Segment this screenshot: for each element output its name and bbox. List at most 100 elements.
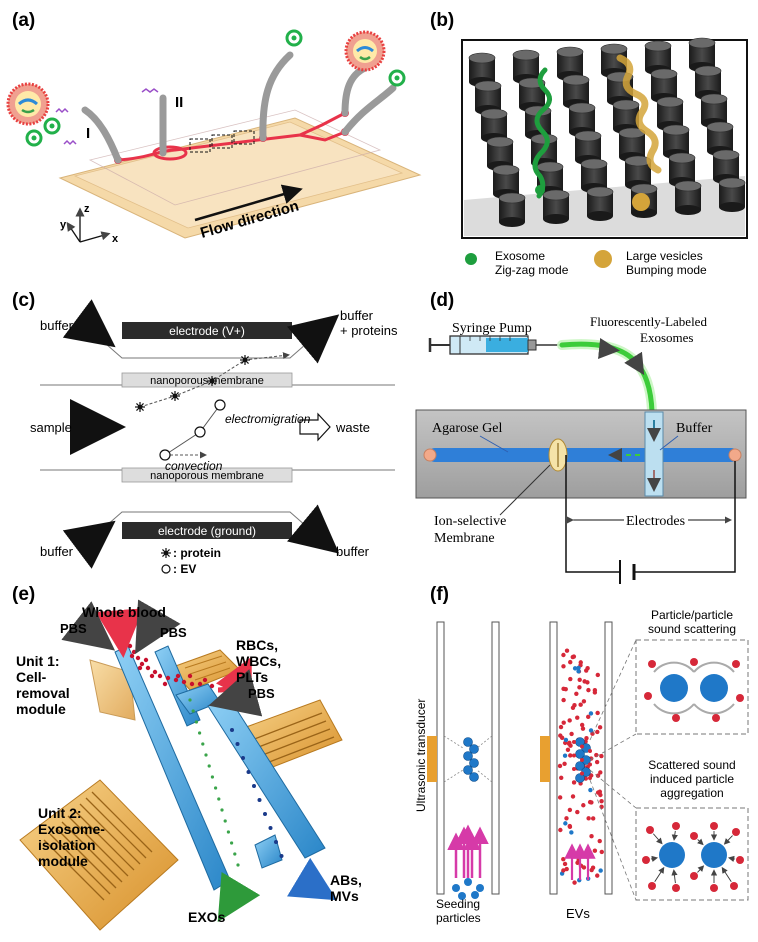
ev-particle	[599, 849, 604, 855]
tube-2-wall-right	[604, 621, 613, 895]
membrane-bottom-label: nanoporous membrane	[150, 470, 264, 482]
ev-small	[710, 822, 718, 830]
ev-particle	[595, 672, 601, 678]
vesicle-right-icon	[344, 30, 386, 72]
ev-particle	[586, 687, 591, 693]
pillar-top	[568, 102, 596, 114]
panel-e: (e)	[12, 584, 362, 931]
pillar-top	[536, 161, 564, 173]
ev-particle	[572, 880, 577, 885]
ev-particle	[561, 856, 566, 862]
ev-small	[672, 714, 680, 722]
protein-squiggle-icon	[55, 107, 69, 114]
pillar-top	[612, 99, 640, 111]
pillar-top	[650, 68, 678, 80]
ev-particle	[577, 685, 582, 690]
transducer-label: Ultrasonic transducer	[414, 699, 428, 812]
microvesicle-dot	[252, 784, 256, 788]
unit2-label-2: Exosome-	[38, 821, 105, 837]
buffer-bottom-left-label: buffer	[40, 544, 74, 559]
cells-label-2: WBCs,	[236, 653, 281, 669]
pillar-top	[580, 158, 608, 170]
ev-particle	[598, 868, 603, 873]
buffer-out-arrow-bottom	[286, 504, 340, 554]
unit2-label-4: module	[38, 853, 88, 869]
cell-dot	[189, 681, 195, 687]
ev-small	[690, 832, 698, 840]
seed-particle	[471, 891, 479, 899]
ev-small	[672, 884, 680, 892]
exosome-zigzag-path	[532, 67, 552, 199]
transducer-1	[427, 736, 437, 782]
ev-particle	[576, 669, 581, 674]
ev-small	[736, 694, 744, 702]
ev-particle	[595, 873, 600, 878]
inset-aggregation-content	[642, 822, 744, 892]
microvesicle-dot	[230, 728, 234, 732]
seed-particle	[659, 842, 685, 868]
axis-y-label: y	[60, 219, 67, 231]
ev-particle	[597, 789, 603, 794]
ev-particle	[567, 718, 572, 723]
membrane-top	[121, 372, 293, 388]
pillar-top	[562, 74, 590, 86]
microvesicle-dot	[246, 770, 251, 774]
axis-y	[66, 221, 81, 243]
ev-particle	[562, 861, 568, 867]
ev-particle	[586, 714, 591, 720]
ev-particle	[564, 866, 569, 872]
electromigration-label: electromigration	[225, 412, 311, 426]
ev-particle	[214, 399, 226, 411]
transducer-2	[540, 736, 550, 782]
sound-wave-arc	[653, 703, 695, 715]
ev-particle	[570, 794, 576, 799]
tube-outlet-2	[341, 64, 369, 117]
aggregation-arrow	[697, 865, 705, 873]
ev-particle	[563, 737, 569, 743]
ev-particle	[570, 705, 576, 710]
microvesicle-dot	[263, 812, 267, 816]
legend-exosome-line1: Exosome	[495, 249, 545, 263]
cell-dot	[145, 665, 151, 671]
ev-particle	[572, 767, 576, 771]
pbs-top-label: PBS	[160, 625, 187, 640]
sound-wave-arc	[693, 661, 735, 673]
pillar-top	[512, 49, 540, 61]
pillar-top	[630, 183, 658, 195]
axis-z-label: z	[84, 203, 90, 215]
cell-dot	[162, 681, 168, 687]
protein-squiggle-icon	[141, 88, 159, 93]
electrode-bottom	[122, 522, 292, 539]
ev-particle	[159, 449, 171, 461]
ev-particle	[558, 827, 563, 833]
seed-particle	[469, 744, 479, 754]
idt-finger	[73, 809, 135, 871]
chip-top-layer	[73, 121, 404, 229]
sample-label: sample	[30, 420, 72, 435]
zoom-line	[589, 769, 637, 809]
inset-scattering-content	[644, 658, 744, 722]
microvesicle-dot	[279, 854, 284, 858]
whole-blood-label: Whole blood	[82, 604, 166, 620]
legend-vesicle-icon	[594, 250, 612, 268]
cell-dot	[209, 683, 215, 689]
pillar-top	[706, 121, 734, 133]
pillar-top	[480, 108, 508, 120]
seed-particle	[476, 884, 484, 892]
exosome-icon	[43, 117, 61, 135]
buffer-in-arrow-bottom	[62, 520, 116, 569]
seeding-label-2: particles	[436, 911, 481, 925]
detection-box-1	[189, 138, 211, 153]
ev-particle	[582, 679, 587, 684]
ev-small	[672, 822, 680, 830]
exosome-dot	[236, 863, 240, 867]
ev-particle	[567, 740, 572, 746]
microvesicle-dot	[268, 826, 273, 830]
legend-ev-label: : EV	[173, 562, 196, 576]
pbs-top-arrow	[135, 599, 181, 655]
pillar-top	[474, 80, 502, 92]
trapped-seed-cluster	[463, 737, 479, 782]
idt-finger	[85, 797, 147, 859]
unit1-label-4: module	[16, 701, 66, 717]
chip-cover	[88, 109, 382, 206]
